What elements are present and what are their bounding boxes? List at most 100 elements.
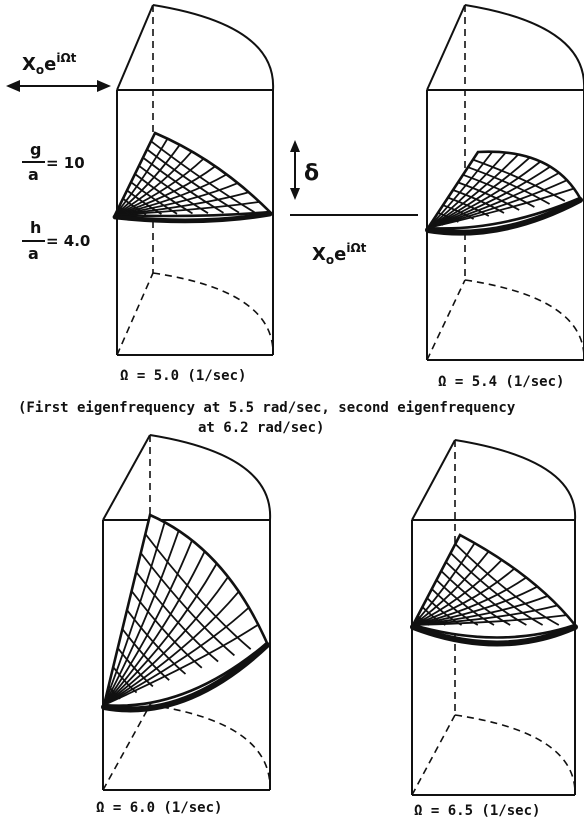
surface-grid-line bbox=[432, 219, 444, 226]
surface-grid-line bbox=[103, 550, 206, 706]
surface-grid-line bbox=[130, 181, 178, 215]
surface-grid-line bbox=[427, 187, 575, 229]
surface-grid-line bbox=[427, 153, 519, 229]
surface-grid-line bbox=[140, 552, 235, 657]
surface-grid-line bbox=[427, 156, 531, 229]
tank-hidden-arc bbox=[464, 279, 584, 360]
surface-lower-edge bbox=[410, 624, 578, 647]
tank-edge bbox=[426, 4, 466, 91]
surface-grid-line bbox=[107, 685, 121, 700]
tank-arc-top bbox=[464, 4, 584, 90]
surface-grid-line bbox=[118, 206, 131, 216]
surface-grid-line bbox=[421, 606, 446, 626]
surface-grid-line bbox=[103, 576, 229, 706]
surface-lower-edge bbox=[425, 197, 583, 236]
surface-grid-line bbox=[135, 571, 219, 663]
svg-text:= 4.0: = 4.0 bbox=[46, 232, 90, 250]
eigenfrequency-note-line2: at 6.2 rad/sec) bbox=[198, 420, 324, 436]
surface-grid-line bbox=[462, 173, 535, 208]
delta-label: δ bbox=[304, 161, 319, 186]
surface-grid-line bbox=[126, 609, 187, 675]
surface-grid-line bbox=[454, 543, 560, 626]
surface-grid-line bbox=[144, 533, 252, 650]
surface-grid-line bbox=[426, 597, 463, 626]
tank-arc-top bbox=[152, 4, 275, 91]
tank-hidden-arc bbox=[149, 704, 271, 791]
surface-grid-line bbox=[457, 181, 520, 211]
surface-grid-line bbox=[412, 614, 567, 626]
surface-grid-line bbox=[103, 623, 259, 706]
surface-grid-line bbox=[150, 140, 255, 214]
surface-grid-line bbox=[138, 165, 209, 214]
surface-grid-line bbox=[412, 559, 503, 626]
svg-text:= 10: = 10 bbox=[46, 154, 85, 172]
svg-text:g: g bbox=[30, 140, 41, 159]
surface-grid-line bbox=[412, 585, 538, 626]
surface-grid-line bbox=[431, 588, 479, 626]
tank-hidden-edge bbox=[102, 704, 151, 791]
surface-grid-line bbox=[435, 579, 495, 626]
surface-grid-line bbox=[114, 165, 216, 216]
svg-text:a: a bbox=[28, 244, 39, 263]
surface-grid-line bbox=[114, 191, 250, 216]
svg-text:h: h bbox=[30, 218, 41, 237]
omega-label-4: Ω = 6.5 (1/sec) bbox=[414, 803, 540, 819]
liquid-surface-3 bbox=[101, 513, 270, 713]
surface-grid-line bbox=[126, 189, 162, 215]
tank-hidden-edge bbox=[116, 272, 154, 356]
excitation-label-top: XoeiΩt bbox=[22, 51, 77, 77]
surface-grid-line bbox=[417, 615, 430, 626]
tank-hidden-edge bbox=[411, 714, 456, 796]
surface-grid-line bbox=[117, 647, 154, 688]
omega-label-3: Ω = 6.0 (1/sec) bbox=[96, 800, 222, 816]
surface-grid-line bbox=[472, 158, 566, 202]
omega-label-1: Ω = 5.0 (1/sec) bbox=[120, 368, 246, 384]
surface-grid-line bbox=[103, 530, 180, 706]
tank-edge bbox=[411, 439, 456, 521]
surface-grid-line bbox=[130, 590, 203, 669]
surface-lower-edge bbox=[101, 642, 270, 713]
surface-grid-line bbox=[114, 173, 228, 216]
surface-grid-line bbox=[442, 204, 475, 220]
tank-edge bbox=[102, 434, 151, 521]
surface-grid-line bbox=[447, 196, 490, 217]
tank-hidden-arc bbox=[152, 272, 274, 356]
surface-grid-line bbox=[114, 157, 205, 216]
surface-grid-line bbox=[114, 200, 260, 216]
surface-grid-line bbox=[467, 166, 551, 205]
liquid-surface-2 bbox=[425, 150, 583, 236]
delta-arrow bbox=[290, 140, 300, 200]
surface-grid-line bbox=[103, 521, 166, 706]
omega-label-2: Ω = 5.4 (1/sec) bbox=[438, 374, 564, 390]
surface-grid-line bbox=[142, 156, 224, 214]
surface-grid-line bbox=[103, 563, 218, 706]
surface-grid-line bbox=[112, 666, 138, 694]
surface-grid-line bbox=[114, 182, 239, 216]
surface-grid-line bbox=[121, 628, 170, 681]
excitation-arrow bbox=[6, 80, 111, 92]
surface-grid-line bbox=[146, 148, 240, 214]
tank-edge bbox=[116, 4, 154, 91]
tank-arc-top bbox=[149, 434, 272, 521]
param-g-over-a: g a = 10 bbox=[22, 140, 85, 184]
surface-grid-line bbox=[427, 160, 542, 229]
surface-grid-line bbox=[134, 173, 193, 215]
surface-grid-line bbox=[449, 552, 544, 626]
excitation-label-mid: XoeiΩt bbox=[312, 241, 367, 267]
eigenfrequency-note-line1: (First eigenfrequency at 5.5 rad/sec, se… bbox=[18, 400, 516, 416]
surface-grid-line bbox=[103, 540, 193, 706]
surface-grid-line bbox=[437, 211, 459, 223]
liquid-surface-4 bbox=[410, 533, 578, 647]
surface-grid-line bbox=[122, 197, 147, 216]
surface-grid-line bbox=[452, 189, 505, 214]
surface-grid-line bbox=[445, 561, 527, 626]
surface-lower-edge bbox=[112, 211, 273, 224]
param-h-over-a: h a = 4.0 bbox=[22, 218, 90, 263]
tank-hidden-arc bbox=[454, 714, 576, 796]
surface-grid-line bbox=[412, 567, 515, 626]
surface-grid-line bbox=[440, 570, 511, 626]
surface-grid-line bbox=[412, 576, 527, 626]
surface-grid-line bbox=[114, 150, 193, 216]
surface-grid-line bbox=[412, 595, 549, 626]
